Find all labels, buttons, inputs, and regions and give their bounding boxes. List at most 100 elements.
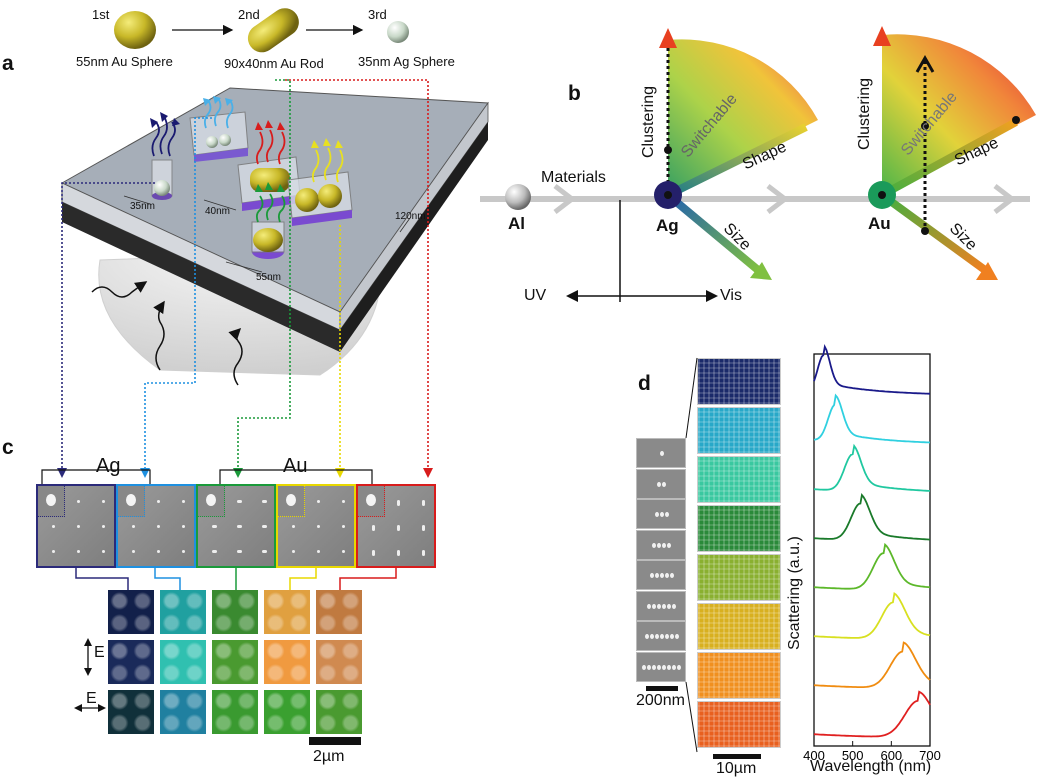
optical-tile [212,640,258,684]
scale-bar-2um-label: 2µm [313,748,345,765]
ag-group-label: Ag [96,455,121,477]
sem-tile [276,484,356,568]
spectrum-series-line [813,493,931,541]
sem-particle-dot [77,500,80,503]
sem-particle-dot [132,525,135,528]
chart-ylabel: Scattering (a.u.) [786,536,803,650]
chain-particle [659,512,664,517]
chain-particle [667,542,671,548]
chain-particle [652,603,656,609]
sem-particle-dot [157,550,160,553]
chain-particle [652,664,656,670]
au-rod-icon [247,8,299,53]
sem-particle-dot [102,525,105,528]
scale-bar-200nm-label: 200nm [636,692,685,709]
sem-tile [36,484,116,568]
chain-particle [664,634,669,639]
sem-particle-dot [212,525,217,528]
optical-tile [316,590,362,634]
sem-inset [198,486,225,517]
au-label: Au [868,214,891,233]
chain-particle [669,634,674,639]
spectrum-series-line [813,690,931,738]
dim-40nm: 40nm [205,206,231,217]
chain-particle [672,664,676,670]
sem-particle-dot [182,525,185,528]
sem-particle-dot [182,500,185,503]
sem-particle-dot [342,500,345,503]
sem-particle-dot [102,550,105,553]
optical-array-tile [697,603,781,650]
dim-55nm: 55nm [256,272,282,283]
sem-chain-tile [636,529,686,560]
order-3rd: 3rd [368,7,387,22]
optical-tile [264,590,310,634]
sem-inset-particle [46,494,56,506]
sem-particle-dot [52,525,55,528]
chain-particle [649,573,654,578]
sem-chain-tile [636,560,686,590]
sem-inset-particle [126,494,136,506]
panel-letter-a: a [2,52,14,75]
sem-particle-dot [342,525,345,528]
sem-particle-dot [262,525,267,528]
au-dimer-well [287,171,353,226]
chain-particle [654,512,659,517]
sem-particle-dot [262,500,267,503]
chain-particle [647,603,651,609]
chain-particle [657,603,661,609]
chain-particle [654,634,659,639]
ag-sphere-icon [387,21,409,43]
chain-particle [657,481,661,487]
chain-particle [659,573,664,578]
sem-inset [38,486,65,517]
chain-particle [669,573,674,578]
sem-particle-dot [292,525,295,528]
chain-particle [649,634,654,639]
spectrum-series-line [813,393,931,444]
particle-ag-sphere-label: 35nm Ag Sphere [358,54,455,69]
sem-chain-tile [636,651,686,682]
optical-tile [160,590,206,634]
sem-particle-dot [237,500,242,503]
optical-tile [108,590,154,634]
sem-inset [358,486,385,517]
chain-particle [657,542,661,548]
sem-particle-dot [182,550,185,553]
sem-particle-dot [317,550,320,553]
spectrum-series-line [813,542,931,590]
sem-particle-dot [397,525,400,531]
sem-chain-tile [636,438,686,468]
uv-label: UV [524,287,547,304]
chain-particle [667,603,671,609]
au-group-label: Au [283,455,308,477]
chain-particle [664,573,669,578]
order-2nd: 2nd [238,7,260,22]
x-tick-label: 700 [919,748,941,763]
sem-particle-dot [262,550,267,553]
optical-tile [316,690,362,734]
spectrum-series-line [813,343,930,395]
chain-particle [667,664,671,670]
optical-tile [264,690,310,734]
ag-label: Ag [656,216,679,235]
chain-particle [677,664,681,670]
chain-particle [662,481,666,487]
sem-particle-dot [77,525,80,528]
chain-particle [657,664,661,670]
sem-particle-dot [77,550,80,553]
sem-chain-tile [636,590,686,621]
sem-particle-dot [157,525,160,528]
sem-particle-dot [237,550,242,553]
sem-particle-dot [397,500,400,506]
sem-particle-dot [132,550,135,553]
vis-label: Vis [720,287,742,304]
optical-array-tile [697,701,781,748]
sem-tile [196,484,276,568]
sem-tile [356,484,436,568]
sem-particle-dot [342,550,345,553]
sem-particle-dot [372,550,375,556]
